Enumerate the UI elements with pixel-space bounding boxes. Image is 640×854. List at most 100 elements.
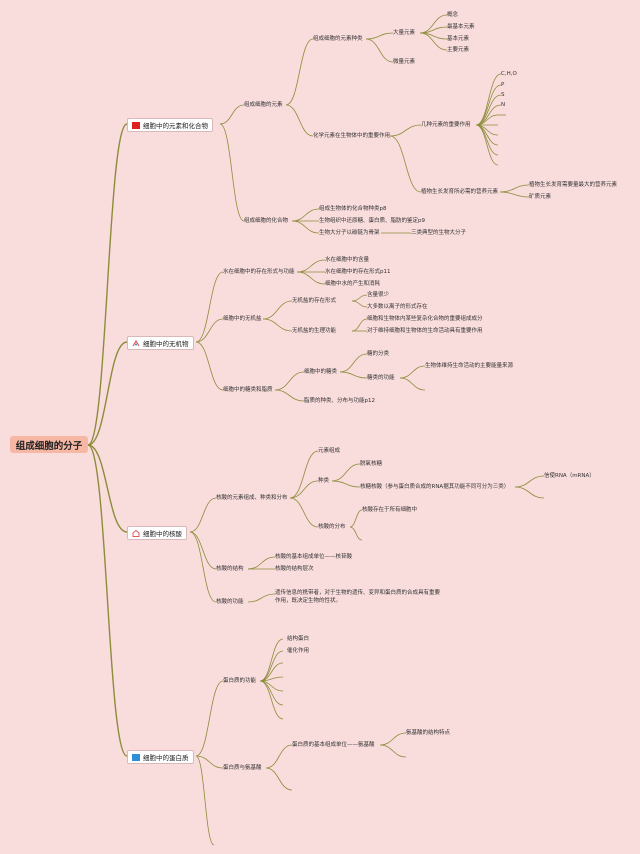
topic-compounds[interactable]: 组成细胞的化合物 bbox=[244, 218, 289, 224]
branch-proteins[interactable]: 细胞中的蛋白质 bbox=[127, 750, 194, 764]
topic-protein-amino-acids[interactable]: 蛋白质与氨基酸 bbox=[223, 765, 262, 771]
connector-line bbox=[259, 638, 284, 682]
root-connector bbox=[87, 123, 128, 446]
topic-nucleic-types[interactable]: 种类 bbox=[318, 478, 330, 484]
connector-line bbox=[262, 300, 293, 320]
topic-element-composition[interactable]: 组成细胞的元素 bbox=[244, 102, 283, 108]
connector-line bbox=[291, 208, 320, 222]
connector-line bbox=[289, 450, 319, 499]
root-connector bbox=[87, 444, 128, 757]
topic-salt-functions[interactable]: 无机盐的生理功能 bbox=[292, 328, 337, 334]
topic-rna[interactable]: 核糖核酸（参与蛋白质合成的RNA据其功能不同可分为三类） bbox=[360, 484, 510, 490]
topic-nucleic-composition[interactable]: 核酸的元素组成、种类和分布 bbox=[216, 495, 288, 501]
leaf-max-nutrients[interactable]: 植物生长发育需要量最大的营养元素 bbox=[529, 182, 618, 188]
leaf-genetic-info[interactable]: 遗传信息的携带者，对于生物的遗传、变异和蛋白质的合成具有重要作用，既决定生物的性… bbox=[275, 590, 441, 604]
topic-water[interactable]: 水在细胞中的存在形式与功能 bbox=[223, 269, 295, 275]
branch-label: 细胞中的核酸 bbox=[143, 530, 182, 538]
connector-line bbox=[296, 259, 326, 273]
topic-carbon-skeleton[interactable]: 生物大分子以碳链为骨架 bbox=[319, 230, 380, 236]
topic-sugars-lipids[interactable]: 细胞中的糖类和脂质 bbox=[223, 387, 273, 393]
topic-inorganic-salts[interactable]: 细胞中的无机盐 bbox=[223, 316, 262, 322]
red-flag-icon bbox=[132, 121, 140, 129]
connector-line bbox=[259, 650, 284, 682]
leaf-nucleotide[interactable]: 核酸的基本组成单位——核苷酸 bbox=[275, 554, 353, 560]
connector-line bbox=[365, 38, 394, 63]
topic-nucleic-structure[interactable]: 核酸的结构 bbox=[216, 566, 244, 572]
topic-several-element-roles[interactable]: 几种元素的重要作用 bbox=[421, 122, 471, 128]
leaf-s[interactable]: S bbox=[501, 92, 505, 98]
connector-line bbox=[475, 124, 499, 146]
leaf-mineral-elements[interactable]: 矿质元素 bbox=[529, 194, 552, 200]
leaf-lipids[interactable]: 脂质的种类、分布与功能p12 bbox=[304, 398, 375, 404]
leaf-element-composition[interactable]: 元素组成 bbox=[318, 448, 341, 454]
leaf-ion-form[interactable]: 大多数以离子的形式存在 bbox=[367, 304, 428, 310]
branch-label: 细胞中的无机物 bbox=[143, 340, 189, 348]
leaf-cho[interactable]: C,H,O bbox=[501, 71, 517, 77]
leaf-water-forms[interactable]: 水在细胞中的存在形式p11 bbox=[325, 269, 391, 275]
topic-plant-nutrients[interactable]: 植物生长发育所必需的营养元素 bbox=[421, 189, 499, 195]
leaf-compound-types[interactable]: 组成生物体的化合物种类p8 bbox=[319, 206, 387, 212]
leaf-concept[interactable]: 概念 bbox=[447, 12, 459, 18]
topic-protein-functions[interactable]: 蛋白质的功能 bbox=[223, 678, 257, 684]
leaf-three-macromolecules[interactable]: 三类典型的生物大分子 bbox=[411, 230, 467, 236]
connector-line bbox=[351, 300, 368, 308]
connector-line bbox=[195, 341, 224, 391]
leaf-identification[interactable]: 生物组织中还原糖、蛋白质、脂肪的鉴定p9 bbox=[319, 218, 425, 224]
connector-line bbox=[349, 526, 363, 541]
leaf-main-elements[interactable]: 主要元素 bbox=[447, 47, 470, 53]
connector-line bbox=[259, 680, 284, 720]
connector-line bbox=[259, 662, 284, 682]
topic-macro-elements[interactable]: 大量元素 bbox=[393, 30, 416, 36]
topic-element-types[interactable]: 组成细胞的元素种类 bbox=[313, 36, 363, 42]
leaf-low-content[interactable]: 含量很少 bbox=[367, 292, 390, 298]
leaf-salt-component[interactable]: 细胞和生物体内某些复杂化合物的重要组成成分 bbox=[367, 316, 483, 322]
branch-elements-compounds[interactable]: 细胞中的元素和化合物 bbox=[127, 118, 213, 132]
connector-line bbox=[389, 124, 422, 137]
leaf-amino-acid-features[interactable]: 氨基酸的结构特点 bbox=[406, 730, 451, 736]
connector-line bbox=[289, 480, 319, 499]
branch-inorganic[interactable]: 细胞中的无机物 bbox=[127, 336, 194, 350]
root-connector bbox=[87, 444, 128, 533]
branch-nucleic-acids[interactable]: 细胞中的核酸 bbox=[127, 526, 187, 540]
connector-line bbox=[475, 124, 499, 166]
leaf-n[interactable]: N bbox=[501, 102, 506, 108]
connector-line bbox=[339, 353, 368, 373]
branch-label: 细胞中的元素和化合物 bbox=[143, 122, 208, 130]
connector-line bbox=[262, 318, 293, 332]
connector-line bbox=[219, 104, 245, 125]
leaf-mrna[interactable]: 信使RNA（mRNA） bbox=[544, 473, 595, 479]
leaf-most-basic-element[interactable]: 最基本元素 bbox=[447, 24, 475, 30]
connector-line bbox=[331, 463, 361, 482]
connector-line bbox=[475, 73, 502, 126]
leaf-water-production[interactable]: 细胞中水的产生和消耗 bbox=[325, 281, 381, 287]
leaf-sugar-classification[interactable]: 糖的分类 bbox=[367, 351, 390, 357]
connector-line bbox=[195, 271, 224, 343]
leaf-p[interactable]: P bbox=[501, 82, 505, 88]
topic-trace-elements[interactable]: 微量元素 bbox=[393, 59, 416, 65]
leaf-all-cells[interactable]: 核酸存在于所有细胞中 bbox=[362, 507, 418, 513]
connector-line bbox=[285, 104, 314, 137]
connector-line bbox=[389, 135, 422, 193]
leaf-water-content[interactable]: 水在细胞中的含量 bbox=[325, 257, 370, 263]
connector-line bbox=[499, 184, 530, 193]
topic-sugar-functions[interactable]: 糖类的功能 bbox=[367, 375, 395, 381]
topic-sugars[interactable]: 细胞中的糖类 bbox=[304, 369, 338, 375]
branch-label: 细胞中的蛋白质 bbox=[143, 754, 189, 762]
connector-line bbox=[189, 531, 217, 603]
topic-salt-forms[interactable]: 无机盐的存在形式 bbox=[292, 298, 337, 304]
leaf-main-energy-source[interactable]: 生物体维持生命活动的主要能量来源 bbox=[425, 363, 514, 369]
leaf-basic-elements[interactable]: 基本元素 bbox=[447, 36, 470, 42]
leaf-catalysis[interactable]: 催化作用 bbox=[287, 648, 310, 654]
leaf-structural-protein[interactable]: 结构蛋白 bbox=[287, 636, 310, 642]
topic-nucleic-distribution[interactable]: 核酸的分布 bbox=[318, 524, 346, 530]
topic-element-roles[interactable]: 化学元素在生物体中的重要作用 bbox=[313, 133, 391, 139]
leaf-salt-life-activity[interactable]: 对于维持细胞和生物体的生命活动具有重要作用 bbox=[367, 328, 483, 334]
root-topic[interactable]: 组成细胞的分子 bbox=[10, 436, 88, 453]
topic-nucleic-function[interactable]: 核酸的功能 bbox=[216, 599, 244, 605]
leaf-structure-levels[interactable]: 核酸的结构层次 bbox=[275, 566, 314, 572]
connector-line bbox=[247, 556, 276, 570]
leaf-deoxyribose[interactable]: 脱氧核糖 bbox=[360, 461, 383, 467]
topic-amino-acid-unit[interactable]: 蛋白质的基本组成单位——氨基酸 bbox=[292, 742, 375, 748]
connector-line bbox=[331, 480, 361, 488]
